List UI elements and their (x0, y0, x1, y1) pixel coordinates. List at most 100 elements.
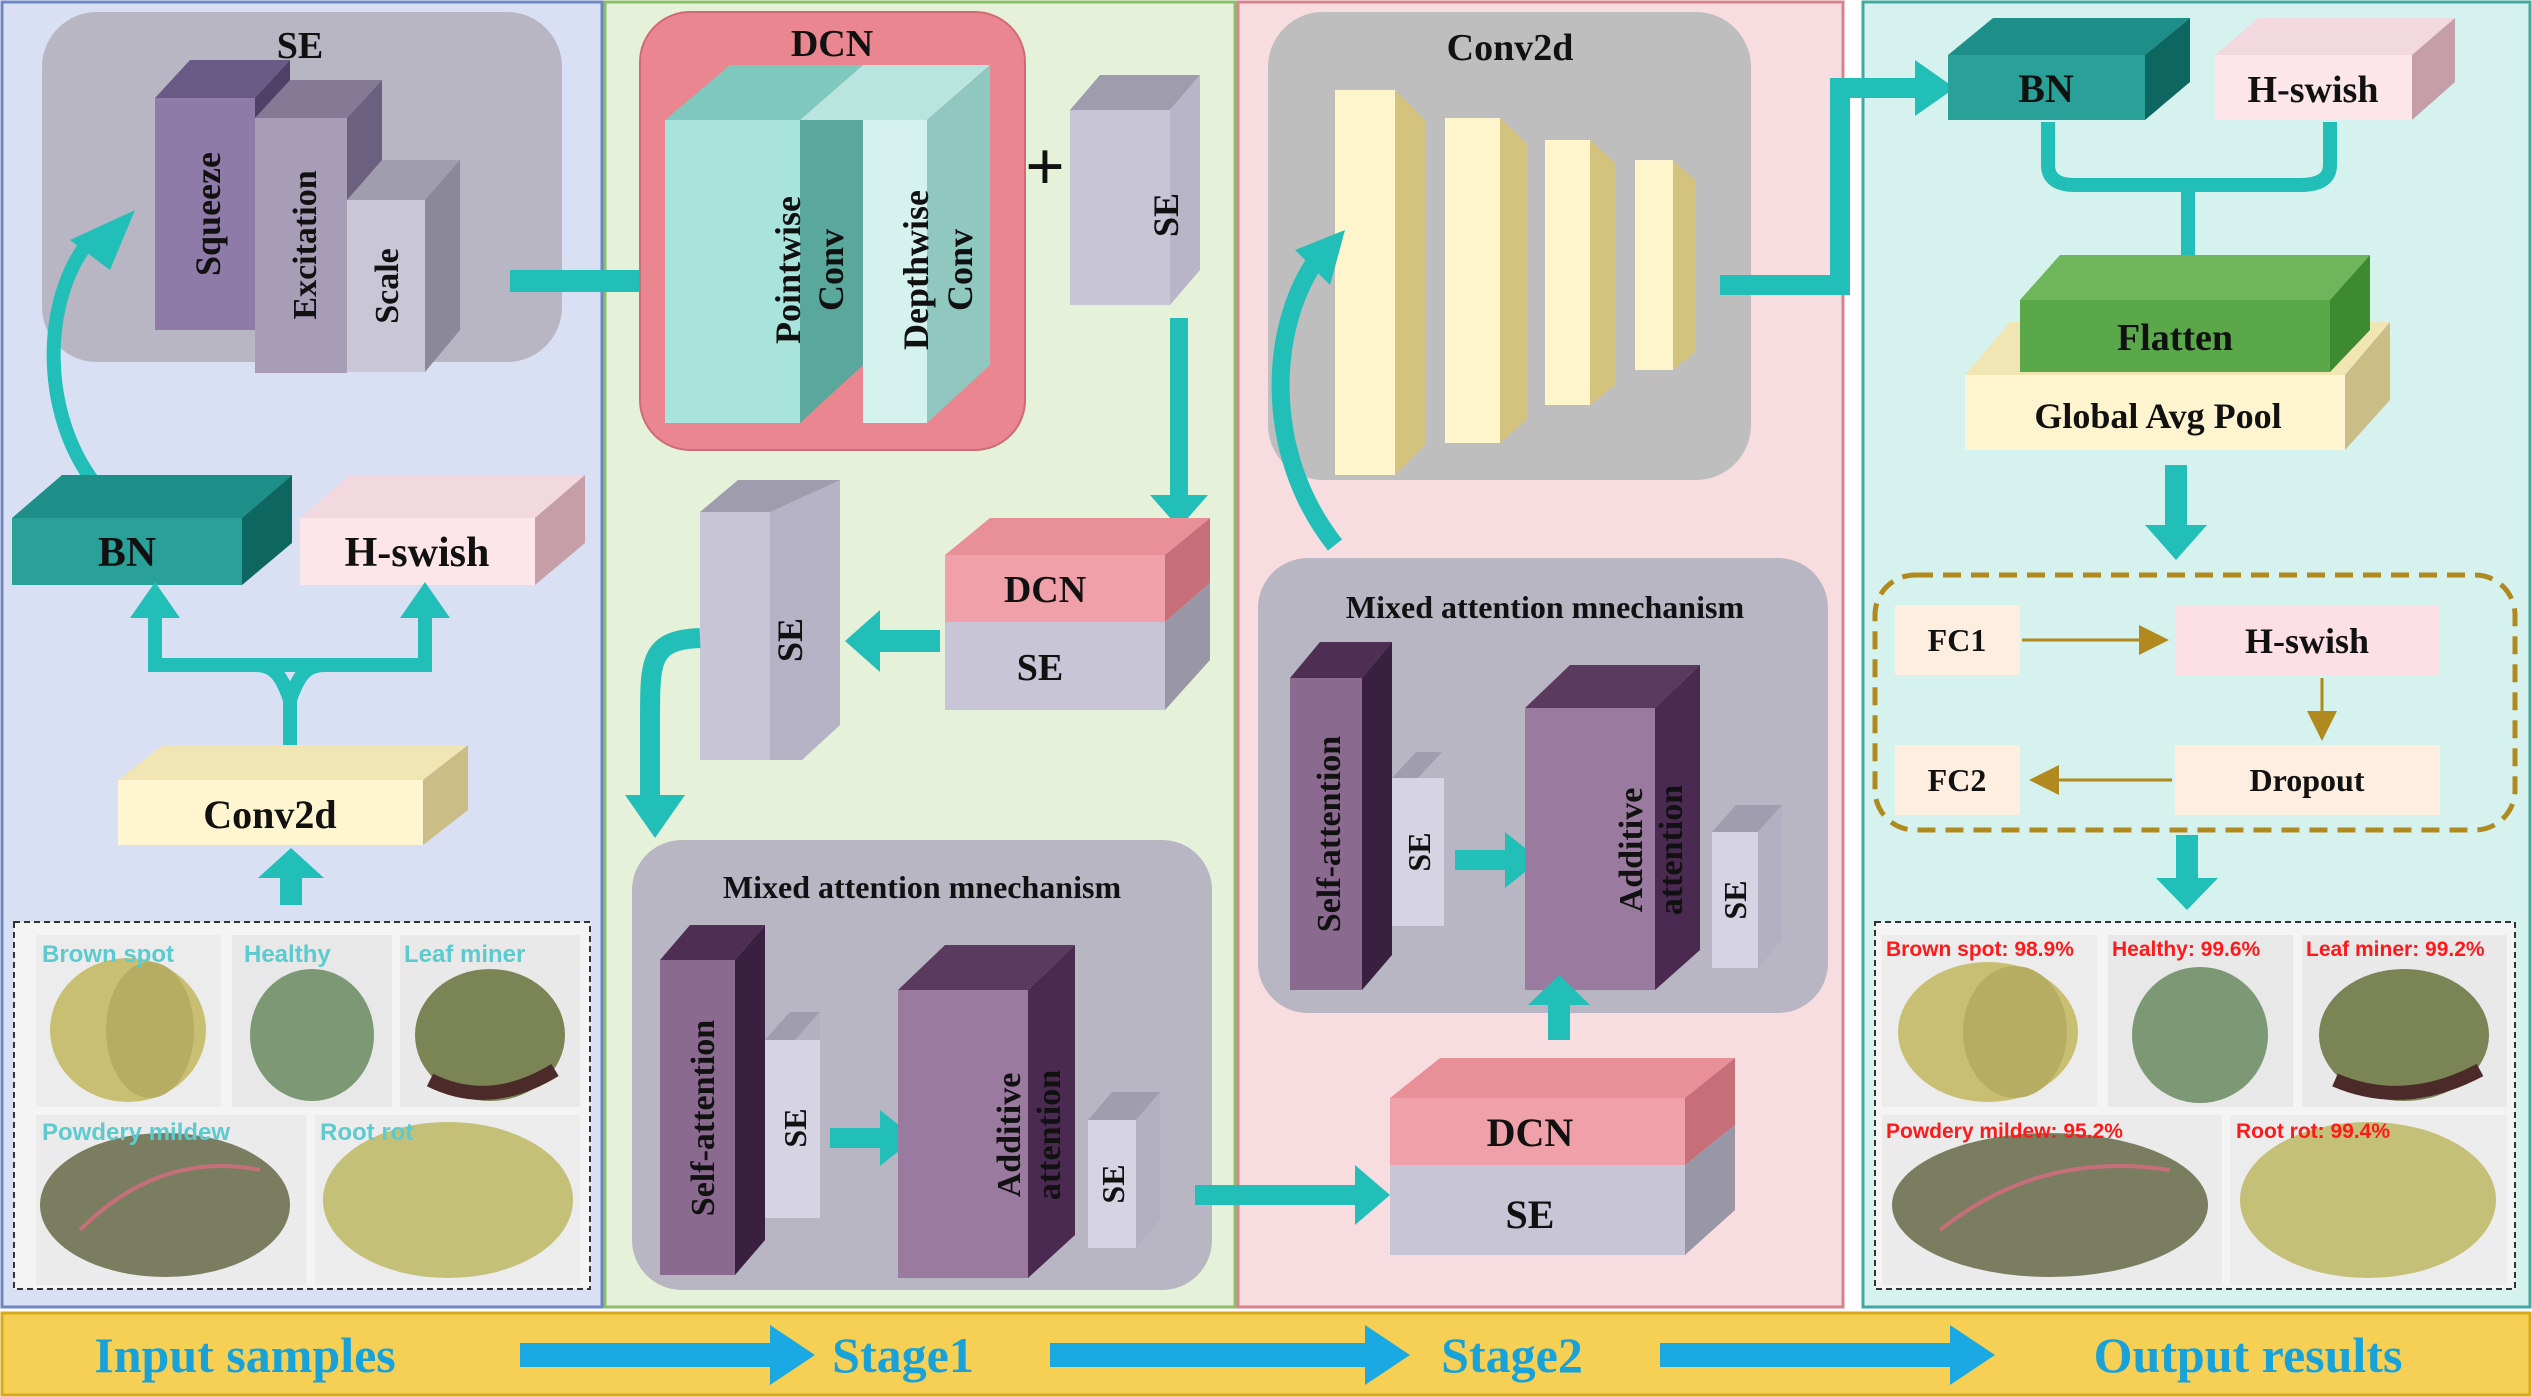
arrow-samples-to-conv (280, 875, 302, 905)
arrow-se-to-mixed-stage1 (640, 628, 701, 800)
svg-text:SE: SE (1095, 1164, 1131, 1203)
additive-attention-block-stage2: Additive attention (1525, 665, 1700, 990)
svg-text:Additive: Additive (991, 1073, 1028, 1198)
arrow-fc-to-results (2176, 835, 2198, 880)
svg-text:Powdery mildew: Powdery mildew (42, 1119, 230, 1146)
se-tall-block-stage1: SE (1070, 75, 1200, 305)
dcn-se-block-stage1: DCN SE (945, 518, 1210, 710)
svg-text:Self-attention: Self-attention (685, 1020, 722, 1217)
svg-text:Leaf miner: 99.2%: Leaf miner: 99.2% (2306, 938, 2485, 961)
input-sample-leaf-miner: Leaf miner (400, 935, 580, 1107)
svg-text:SE: SE (1146, 193, 1186, 237)
flatten-block: Flatten (2020, 255, 2370, 372)
arrow-dcn-to-mixed-stage2-head (1528, 975, 1590, 1005)
svg-text:Flatten: Flatten (2117, 317, 2233, 359)
svg-text:Root rot: 99.4%: Root rot: 99.4% (2236, 1120, 2390, 1143)
bottom-arrow-3 (1660, 1325, 1995, 1385)
dcn-title: DCN (791, 23, 873, 65)
svg-text:Powdery mildew: 95.2%: Powdery mildew: 95.2% (1886, 1120, 2123, 1143)
arrow-gap-to-fc (2165, 465, 2187, 525)
pointwise-conv-block: Pointwise Conv (665, 65, 863, 423)
fc2-box: FC2 (1895, 745, 2020, 815)
bottom-arrow-1 (520, 1325, 815, 1385)
arrow-se-to-dcnblock-head (1150, 495, 1208, 528)
arrow-dcnblock-to-se (880, 630, 940, 652)
arrow-conv-to-output-head (1915, 60, 1955, 116)
input-sample-root-rot: Root rot (315, 1115, 580, 1285)
mixed-attention-title-stage2: Mixed attention mnechanism (1346, 589, 1745, 625)
self-attention-block-stage2: Self-attention (1290, 642, 1392, 990)
bottom-label-stage1: Stage1 (832, 1327, 974, 1383)
svg-text:SE: SE (777, 1108, 813, 1147)
svg-text:Conv: Conv (940, 229, 980, 311)
mixed-attention-title-stage1: Mixed attention mnechanism (723, 869, 1122, 905)
bottom-label-input: Input samples (94, 1327, 396, 1383)
arrow-stage1-to-stage2-head (1355, 1165, 1390, 1225)
hswish-block-input: H-swish (300, 475, 585, 585)
arrow-fc-to-results-head (2156, 878, 2218, 910)
se-mid-block-stage1: SE (700, 480, 840, 760)
se-small-block-2-stage2: SE (1712, 805, 1782, 968)
squeeze-label: Squeeze (188, 152, 228, 276)
arrow-se-to-additive-stage1 (830, 1128, 885, 1148)
svg-text:Healthy: 99.6%: Healthy: 99.6% (2112, 938, 2261, 961)
output-result-brown-spot: Brown spot: 98.9% (1882, 935, 2097, 1107)
conv2d-title-stage2: Conv2d (1447, 27, 1574, 69)
se-small-block-1-stage2: SE (1392, 752, 1444, 926)
svg-text:SE: SE (770, 618, 810, 662)
bottom-arrow-2 (1050, 1325, 1410, 1385)
additive-attention-block-stage1: Additive attention (898, 945, 1075, 1278)
svg-text:SE: SE (1017, 647, 1063, 689)
output-result-powdery-mildew: Powdery mildew: 95.2% (1882, 1115, 2222, 1285)
excitation-block: Excitation (255, 80, 382, 373)
fork-arrow-input (148, 600, 432, 745)
arrow-bn-to-se (46, 235, 106, 495)
svg-text:SE: SE (1401, 832, 1437, 871)
bn-block-input: BN (12, 475, 292, 585)
scale-label: Scale (369, 248, 406, 324)
svg-text:Depthwise: Depthwise (896, 190, 936, 350)
svg-text:Dropout: Dropout (2250, 762, 2365, 798)
svg-text:FC2: FC2 (1928, 762, 1987, 798)
fc1-box: FC1 (1895, 605, 2020, 675)
fc-dashed-box (1872, 572, 2518, 833)
svg-text:Conv: Conv (811, 229, 851, 311)
se-small-block-1-stage1: SE (765, 1012, 820, 1218)
svg-text:H-swish: H-swish (2248, 69, 2379, 111)
svg-text:Brown spot: Brown spot (42, 941, 174, 968)
svg-text:Additive: Additive (1613, 788, 1650, 913)
svg-text:Brown spot: 98.9%: Brown spot: 98.9% (1886, 938, 2074, 961)
arrow-se-to-additive-stage2-head (1505, 832, 1540, 888)
se-small-block-2-stage1: SE (1088, 1092, 1160, 1248)
bottom-label-stage2: Stage2 (1441, 1327, 1583, 1383)
input-sample-powdery-mildew: Powdery mildew (36, 1115, 306, 1285)
fork-arrowhead-left (130, 582, 180, 618)
arrow-se-to-additive-stage2 (1455, 850, 1510, 870)
input-sample-brown-spot: Brown spot (36, 935, 221, 1107)
scale-block: Scale (347, 160, 460, 372)
conv2d-label-input: Conv2d (203, 792, 336, 837)
arrow-samples-to-conv-head (258, 848, 324, 878)
arrow-mixed-to-conv-stage2-head (1295, 230, 1345, 285)
bn-label-input: BN (98, 530, 156, 576)
svg-text:Healthy: Healthy (244, 941, 331, 968)
hswish-block-output: H-swish (2215, 18, 2455, 120)
fork-arrowhead-right (400, 582, 450, 618)
hswish-label-input: H-swish (345, 530, 490, 576)
svg-text:Global Avg Pool: Global Avg Pool (2034, 396, 2281, 436)
arrow-se-to-additive-stage1-head (880, 1110, 915, 1166)
svg-text:attention: attention (1653, 785, 1690, 915)
dcn-se-block-stage2: DCN SE (1390, 1058, 1735, 1255)
dropout-box: Dropout (2175, 745, 2440, 815)
depthwise-conv-block: Depthwise Conv (800, 65, 990, 423)
svg-text:attention: attention (1031, 1070, 1068, 1200)
arrow-bn-to-se-head (70, 210, 135, 270)
hswish-fc-box: H-swish (2175, 605, 2440, 675)
bn-block-output: BN (1948, 18, 2190, 120)
conv2d-layers-stage2 (1335, 90, 1695, 475)
arrow-mixed-to-conv-stage2 (1271, 249, 1343, 551)
svg-text:H-swish: H-swish (2245, 621, 2369, 661)
arrow-se-to-mixed-stage1-head (625, 795, 685, 838)
